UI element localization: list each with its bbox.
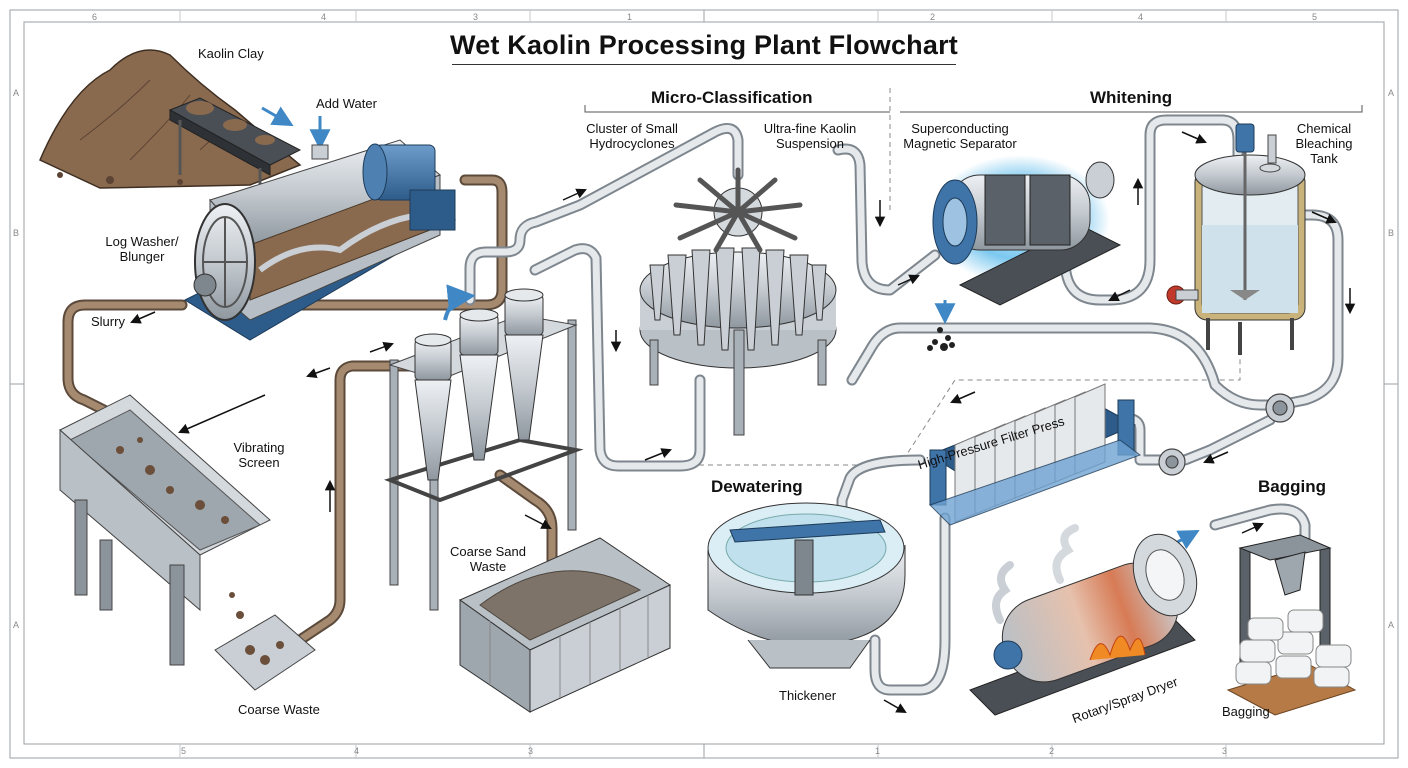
section-heading-micro-classification: Micro-Classification <box>651 88 813 107</box>
frame-tick-right: B <box>1388 228 1395 238</box>
pipes <box>62 114 1344 696</box>
frame-tick-bottom: 5 <box>181 746 187 756</box>
conveyor-belt <box>168 97 302 200</box>
label-thickener: Thickener <box>779 688 837 703</box>
log-washer-blunger <box>183 139 457 341</box>
flow-arrows <box>130 131 1356 714</box>
frame-tick-bottom: 3 <box>1222 746 1228 756</box>
vibrating-screen <box>59 394 316 691</box>
frame-tick-bottom: 4 <box>354 746 360 756</box>
frame-tick-bottom: 1 <box>875 746 881 756</box>
label-coarse-waste: Coarse Waste <box>238 702 320 717</box>
hydrocyclone-cluster <box>639 167 837 436</box>
frame-tick-bottom: 3 <box>528 746 534 756</box>
high-pressure-filter-press <box>928 383 1142 526</box>
label-slurry: Slurry <box>91 314 125 329</box>
drawing-frame <box>9 9 1399 759</box>
primary-hydrocyclones <box>383 288 584 611</box>
label-hydrocyclones: Cluster of Small Hydrocyclones <box>586 121 678 151</box>
frame-tick-left: A <box>13 88 20 98</box>
label-magnetic-separator: Superconducting Magnetic Separator <box>903 121 1017 151</box>
title-underline <box>452 64 956 65</box>
magnetic-separator <box>927 155 1122 351</box>
bagging-station <box>1226 534 1357 716</box>
chemical-bleaching-tank <box>1166 123 1306 355</box>
page-title: Wet Kaolin Processing Plant Flowchart <box>450 30 958 60</box>
section-heading-bagging: Bagging <box>1258 477 1326 496</box>
coarse-sand-bin <box>458 537 672 713</box>
thickener <box>707 502 906 669</box>
frame-tick-top: 4 <box>321 12 327 22</box>
label-ultrafine-suspension: Ultra-fine Kaolin Suspension <box>763 121 857 151</box>
frame-tick-top: 2 <box>930 12 936 22</box>
frame-tick-top: 6 <box>92 12 98 22</box>
frame-tick-top: 4 <box>1138 12 1144 22</box>
label-bleaching-tank: Chemical Bleaching Tank <box>1295 121 1353 166</box>
frame-tick-top: 3 <box>473 12 479 22</box>
label-kaolin-clay: Kaolin Clay <box>198 46 264 61</box>
frame-tick-right: A <box>1388 620 1395 630</box>
section-heading-dewatering: Dewatering <box>711 477 803 496</box>
frame-tick-top: 1 <box>627 12 633 22</box>
frame-tick-top: 5 <box>1312 12 1318 22</box>
section-heading-whitening: Whitening <box>1090 88 1173 107</box>
label-log-washer: Log Washer/ Blunger <box>105 234 179 264</box>
frame-tick-right: A <box>1388 88 1395 98</box>
frame-tick-left: B <box>13 228 20 238</box>
label-bagging: Bagging <box>1222 704 1270 719</box>
section-dividers <box>584 88 1363 466</box>
rotary-spray-dryer <box>969 524 1198 716</box>
label-add-water: Add Water <box>316 96 377 111</box>
label-coarse-sand-waste: Coarse Sand Waste <box>450 544 526 574</box>
frame-tick-bottom: 2 <box>1049 746 1055 756</box>
frame-tick-left: A <box>13 620 20 630</box>
label-vibrating-screen: Vibrating Screen <box>233 440 285 470</box>
